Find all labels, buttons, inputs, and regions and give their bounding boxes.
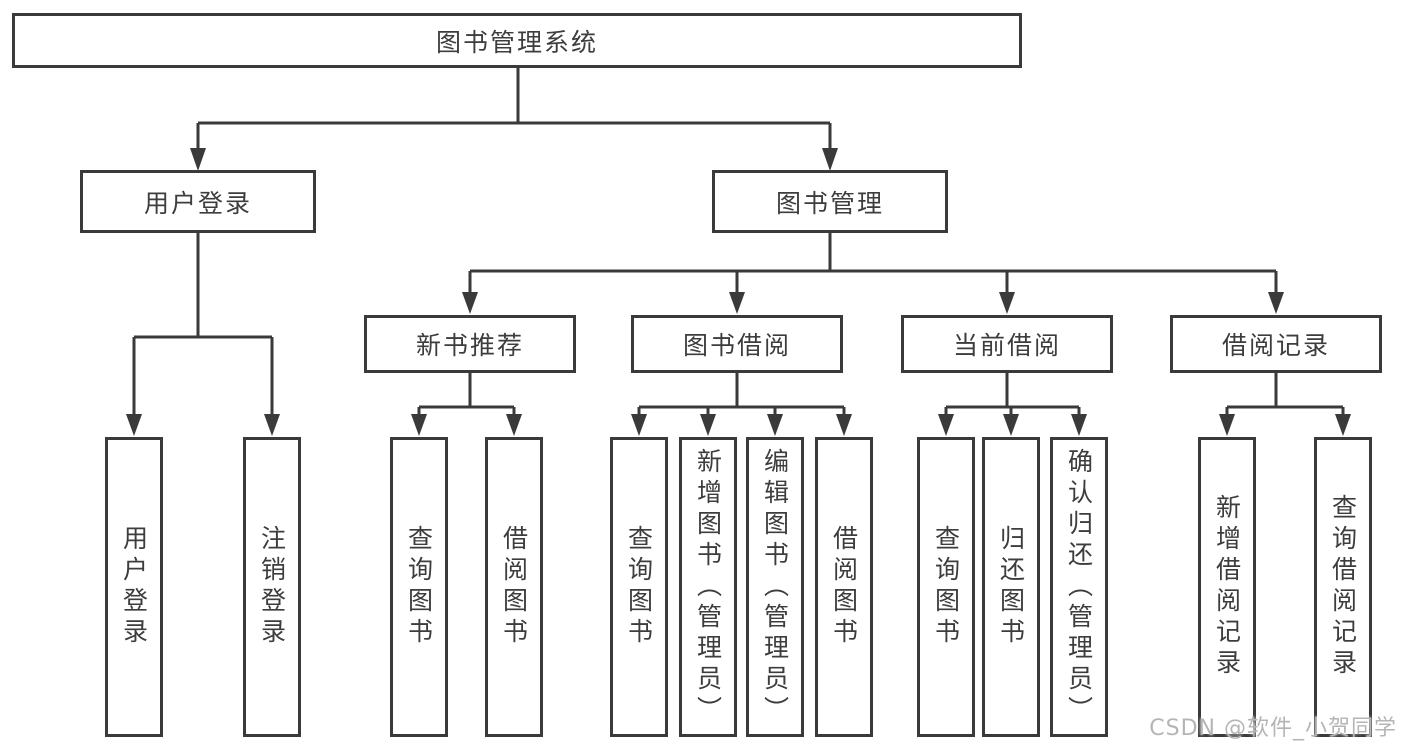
leaf-query-books-1: 查询图书 — [390, 437, 448, 737]
node-root: 图书管理系统 — [12, 13, 1022, 68]
leaf-add-book-admin: 新增图书（管理员） — [679, 437, 737, 737]
connector-user-login-to-leaves — [126, 233, 280, 436]
leaf-borrow-books-2-label: 借阅图书 — [829, 525, 859, 649]
leaf-add-borrow-record: 新增借阅记录 — [1198, 437, 1256, 737]
node-new-book-recommend: 新书推荐 — [364, 315, 576, 373]
leaf-confirm-return-admin: 确认归还（管理员） — [1050, 437, 1108, 737]
leaf-add-book-admin-label: 新增图书（管理员） — [693, 447, 723, 727]
connector-current-borrow-to-leaves — [938, 373, 1087, 436]
leaf-query-borrow-record-label: 查询借阅记录 — [1328, 494, 1358, 680]
leaf-query-books-1-label: 查询图书 — [404, 525, 434, 649]
leaf-query-books-2: 查询图书 — [610, 437, 668, 737]
leaf-borrow-books-1: 借阅图书 — [485, 437, 543, 737]
leaf-borrow-books-1-label: 借阅图书 — [499, 525, 529, 649]
node-new-book-recommend-label: 新书推荐 — [415, 331, 524, 360]
leaf-return-book: 归还图书 — [982, 437, 1040, 737]
leaf-query-books-3: 查询图书 — [917, 437, 975, 737]
node-borrow-records-label: 借阅记录 — [1221, 331, 1330, 360]
leaf-query-books-3-label: 查询图书 — [931, 525, 961, 649]
connector-book-management-to-level3 — [462, 233, 1284, 314]
leaf-confirm-return-admin-label: 确认归还（管理员） — [1064, 447, 1094, 727]
connector-root-to-level2 — [190, 68, 838, 171]
node-book-borrow: 图书借阅 — [631, 315, 843, 373]
leaf-edit-book-admin: 编辑图书（管理员） — [746, 437, 804, 737]
leaf-return-book-label: 归还图书 — [996, 525, 1026, 649]
node-book-borrow-label: 图书借阅 — [682, 331, 791, 360]
leaf-edit-book-admin-label: 编辑图书（管理员） — [760, 447, 790, 727]
leaf-add-borrow-record-label: 新增借阅记录 — [1212, 494, 1242, 680]
node-borrow-records: 借阅记录 — [1170, 315, 1382, 373]
connector-new-book-recommend-to-leaves — [411, 373, 522, 436]
leaf-user-login: 用户登录 — [105, 437, 163, 737]
node-current-borrow-label: 当前借阅 — [952, 331, 1061, 360]
connector-book-borrow-to-leaves — [631, 373, 852, 436]
leaf-borrow-books-2: 借阅图书 — [815, 437, 873, 737]
node-user-login: 用户登录 — [80, 170, 316, 233]
node-current-borrow: 当前借阅 — [901, 315, 1113, 373]
leaf-query-borrow-record: 查询借阅记录 — [1314, 437, 1372, 737]
node-root-label: 图书管理系统 — [435, 27, 598, 57]
leaf-query-books-2-label: 查询图书 — [624, 525, 654, 649]
leaf-logout-label: 注销登录 — [257, 525, 287, 649]
watermark: CSDN @软件_小贺同学 — [1149, 716, 1397, 741]
leaf-logout: 注销登录 — [243, 437, 301, 737]
node-book-management-label: 图书管理 — [775, 188, 884, 218]
leaf-user-login-label: 用户登录 — [119, 525, 149, 649]
node-user-login-label: 用户登录 — [143, 188, 252, 218]
node-book-management: 图书管理 — [712, 170, 948, 233]
connector-borrow-records-to-leaves — [1219, 373, 1351, 436]
